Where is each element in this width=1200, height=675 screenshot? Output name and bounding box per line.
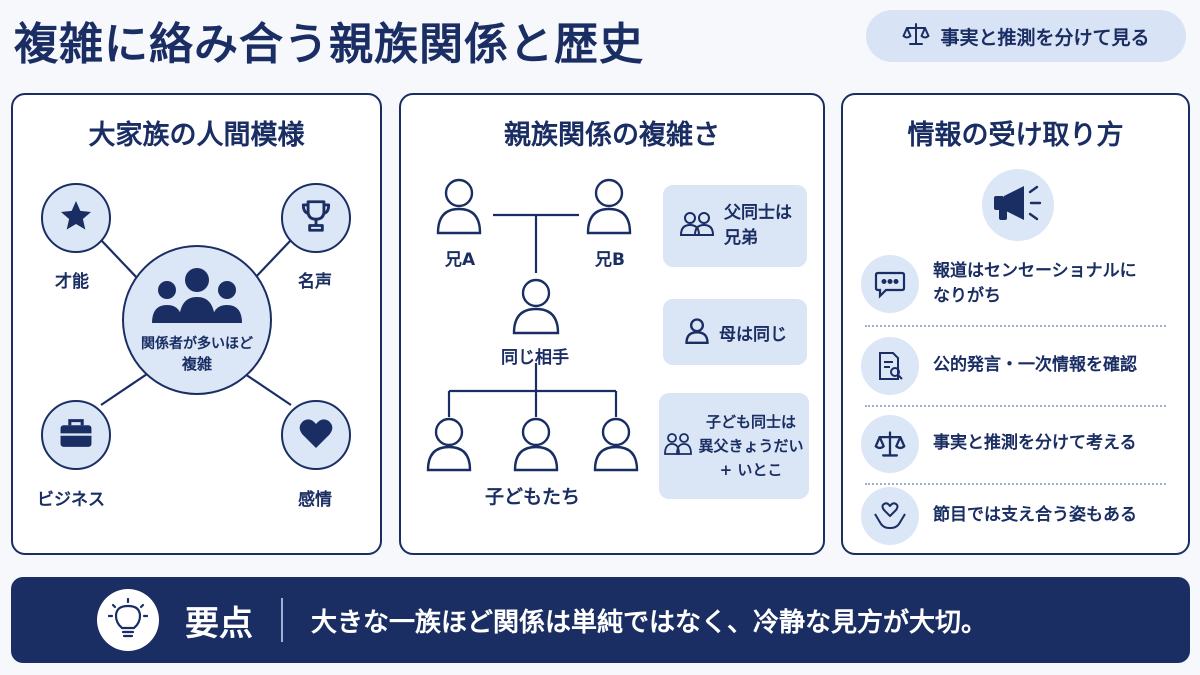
trophy-icon [297, 197, 335, 239]
panel1-title: 大家族の人間模様 [88, 120, 305, 151]
panel2-title: 親族関係の複雑さ [504, 120, 720, 151]
people-pair-icon [678, 211, 716, 242]
page-title: 複雑に絡み合う親族関係と歴史 [14, 19, 644, 70]
center-label-line1: 関係者が多いほど [141, 335, 253, 352]
info-media-line2: なりがち [933, 286, 1001, 306]
megaphone-icon [990, 182, 1046, 228]
document-search-icon [861, 337, 919, 395]
top-badge: 事実と推測を分けて見る [866, 10, 1186, 62]
briefcase-icon [57, 416, 95, 454]
info-media-line1: 報道はセンセーショナルに [933, 260, 1137, 281]
info-box-mother: 母は同じ [663, 299, 807, 365]
speech-bubble-icon [861, 255, 919, 313]
info-mother-line1: 母は同じ [719, 324, 787, 345]
info-item-support: 節目では支え合う姿もある [861, 479, 1172, 553]
info-fact-line1: 事実と推測を分けて考える [933, 433, 1137, 454]
info-children-line3: + いとこ [719, 461, 783, 479]
node-fame [281, 183, 351, 253]
info-children-line1: 子ども同士は [705, 413, 796, 431]
node-emotion-label: 感情 [298, 490, 332, 510]
brother-b-label: 兄B [595, 250, 625, 270]
lightbulb-icon [97, 589, 159, 651]
node-talent [41, 183, 111, 253]
summary-bar: 要点 大きな一族ほど関係は単純ではなく、冷静な見方が大切。 [11, 577, 1190, 663]
people-group-icon [147, 267, 247, 329]
person-icon [683, 316, 711, 349]
panel-information: 情報の受け取り方 報道はセンセーショナルに なりがち [841, 93, 1190, 555]
star-icon [58, 198, 94, 238]
summary-text: 大きな一族ほど関係は単純ではなく、冷静な見方が大切。 [311, 607, 988, 638]
info-support-line1: 節目では支え合う姿もある [933, 505, 1137, 526]
info-item-primary-sources: 公的発言・一次情報を確認 [861, 329, 1172, 403]
summary-heading: 要点 [185, 603, 253, 644]
info-children-line2: 異父きょうだい [698, 437, 804, 455]
panel-kinship: 親族関係の複雑さ 兄A 兄B 同じ相手 子どもたち [399, 93, 825, 555]
people-group-outline-icon [664, 432, 693, 461]
heart-icon [298, 416, 334, 454]
separator [865, 325, 1166, 327]
info-item-fact-vs-guess: 事実と推測を分けて考える [861, 407, 1172, 481]
badge-label: 事実と推測を分けて見る [940, 26, 1150, 49]
scales-icon [861, 415, 919, 473]
separator [865, 483, 1166, 485]
center-label-line2: 複雑 [181, 354, 212, 373]
center-circle: 関係者が多いほど 複雑 [122, 245, 272, 395]
info-box-fathers: 父同士は 兄弟 [663, 185, 807, 267]
panel-family-dynamics: 大家族の人間模様 関係者が多いほど 複雑 才能 [11, 93, 382, 555]
info-item-media: 報道はセンセーショナルに なりがち [861, 247, 1172, 321]
scales-icon [902, 20, 930, 53]
panel3-title: 情報の受け取り方 [907, 120, 1124, 151]
brother-a-label: 兄A [445, 250, 476, 270]
node-business-label: ビジネス [37, 490, 105, 510]
node-business [41, 400, 111, 470]
partner-label: 同じ相手 [501, 348, 569, 368]
summary-divider [281, 598, 283, 642]
node-emotion [281, 400, 351, 470]
separator [865, 405, 1166, 407]
info-fathers-line1: 父同士は [724, 202, 792, 223]
node-fame-label: 名声 [298, 272, 332, 292]
megaphone-circle [982, 169, 1054, 241]
info-box-children: 子ども同士は 異父きょうだい + いとこ [659, 393, 809, 499]
children-label: 子どもたち [485, 486, 581, 508]
info-fathers-line2: 兄弟 [724, 228, 758, 248]
family-tree-lines [426, 178, 639, 472]
info-sources-line1: 公的発言・一次情報を確認 [933, 355, 1137, 376]
node-talent-label: 才能 [55, 272, 89, 292]
heart-hands-icon [861, 487, 919, 545]
